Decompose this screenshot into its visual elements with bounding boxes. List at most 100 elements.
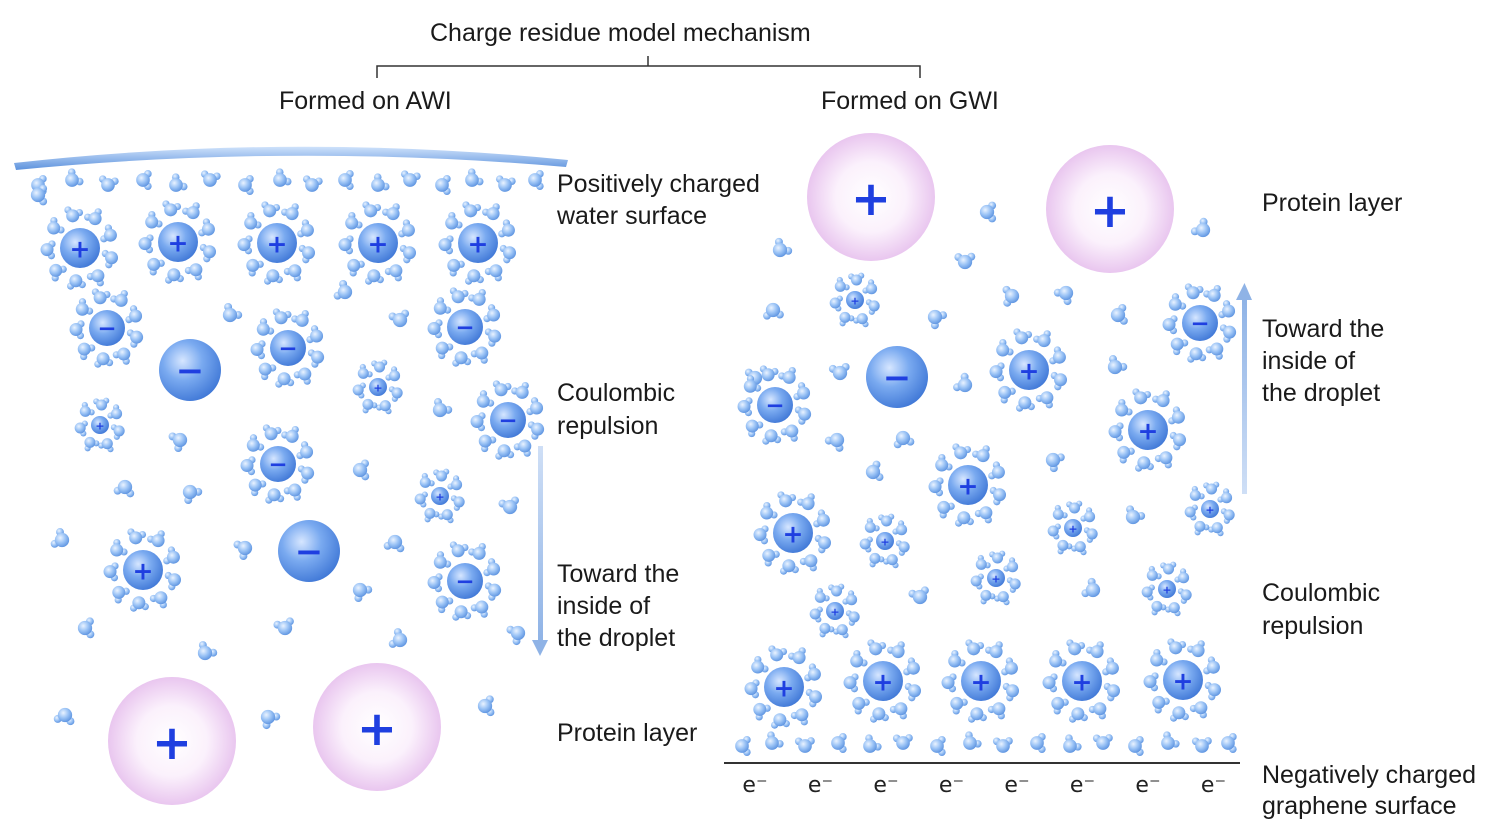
arrow-down xyxy=(532,446,548,656)
water-molecule xyxy=(1170,706,1189,722)
anion: − xyxy=(278,520,340,582)
water-molecule xyxy=(168,432,188,453)
minus-sign: − xyxy=(278,336,297,362)
water-molecule xyxy=(1162,315,1178,335)
water-molecule xyxy=(1189,485,1205,501)
water-molecule xyxy=(260,709,281,730)
water-molecule xyxy=(903,657,920,676)
water-molecule xyxy=(989,550,1006,564)
hydrated-cation: + xyxy=(1143,638,1222,722)
water-molecule xyxy=(805,688,823,708)
water-molecule xyxy=(98,175,119,192)
water-molecule xyxy=(1003,557,1019,573)
water-molecule xyxy=(1208,522,1224,537)
water-molecule xyxy=(1013,328,1033,345)
water-molecule xyxy=(352,582,373,603)
water-molecule xyxy=(1132,388,1152,405)
left-direction-label-3: the droplet xyxy=(557,624,676,652)
water-molecule xyxy=(1049,346,1066,365)
hydrated-cation: + xyxy=(1184,481,1235,537)
water-molecule xyxy=(1030,733,1046,753)
protein: + xyxy=(108,677,236,805)
water-molecule xyxy=(198,218,215,237)
water-molecule xyxy=(843,673,859,693)
water-molecule xyxy=(1049,649,1067,668)
water-molecule xyxy=(233,540,253,561)
water-molecule xyxy=(484,264,503,282)
water-molecule xyxy=(780,559,799,575)
water-molecule xyxy=(1080,507,1096,523)
water-molecule xyxy=(1174,568,1190,584)
water-molecule xyxy=(352,459,370,481)
water-molecule xyxy=(1219,324,1237,343)
water-molecule xyxy=(77,342,96,361)
hydrated-cation: + xyxy=(809,583,860,639)
water-molecule xyxy=(1184,504,1198,521)
hydrated-anion: − xyxy=(69,288,144,368)
water-molecule xyxy=(828,583,845,597)
hydrated-cation: + xyxy=(941,639,1020,723)
minus-sign: − xyxy=(176,351,205,391)
water-molecule xyxy=(1135,456,1154,472)
water-molecule xyxy=(1203,656,1220,675)
gwi-heading: Formed on GWI xyxy=(821,87,999,115)
water-molecule xyxy=(261,201,281,218)
water-molecule xyxy=(383,534,405,553)
water-molecule xyxy=(476,390,495,408)
right-repulsion-label-2: repulsion xyxy=(1262,612,1364,640)
water-molecule xyxy=(384,264,403,282)
minus-sign: − xyxy=(455,569,474,595)
plus-sign: + xyxy=(851,171,891,227)
water-molecule xyxy=(842,590,858,606)
water-molecule xyxy=(794,737,815,753)
water-molecule xyxy=(780,424,799,442)
water-molecule xyxy=(483,558,501,577)
water-molecule xyxy=(433,468,450,482)
water-molecule xyxy=(1165,602,1181,617)
water-molecule xyxy=(468,288,486,306)
water-molecule xyxy=(777,491,797,508)
water-molecule xyxy=(110,538,128,557)
minus-sign: − xyxy=(1190,311,1209,337)
water-molecule xyxy=(1117,445,1135,464)
water-molecule xyxy=(1066,639,1086,656)
water-molecule xyxy=(47,216,65,235)
water-molecule xyxy=(963,731,982,750)
water-molecule xyxy=(477,695,495,717)
hydrated-anion: − xyxy=(240,424,315,504)
water-molecule xyxy=(814,534,832,554)
water-molecule xyxy=(298,244,316,264)
water-molecule xyxy=(1151,600,1167,616)
plus-sign: + xyxy=(830,606,839,619)
arrow-up xyxy=(1236,283,1252,494)
water-molecule xyxy=(127,528,147,545)
water-molecule xyxy=(435,175,451,195)
water-molecule xyxy=(853,313,869,328)
hydrated-cation: + xyxy=(744,645,823,729)
water-surface-label-2: water surface xyxy=(557,202,708,230)
water-molecule xyxy=(184,263,203,281)
electron-symbol: e⁻ xyxy=(1004,773,1029,798)
plus-sign: + xyxy=(1019,357,1040,386)
right-protein-label: Protein layer xyxy=(1262,189,1403,217)
plus-sign: + xyxy=(267,230,288,259)
minus-sign: − xyxy=(295,532,324,572)
water-molecule xyxy=(862,279,878,295)
right-direction-label-3: the droplet xyxy=(1262,379,1381,407)
water-molecule xyxy=(297,219,314,238)
left-repulsion-label-1: Coulombic xyxy=(557,379,676,407)
water-molecule xyxy=(398,219,415,238)
hydrated-cation: + xyxy=(74,397,125,453)
plus-sign: + xyxy=(368,230,389,259)
water-molecule xyxy=(1184,283,1204,300)
protein: + xyxy=(1046,145,1174,273)
water-molecule xyxy=(950,696,968,715)
water-molecule xyxy=(1220,508,1235,524)
plus-sign: + xyxy=(435,491,444,504)
water-molecule xyxy=(296,441,314,460)
water-molecule xyxy=(760,501,778,520)
water-molecule xyxy=(244,211,262,230)
water-molecule xyxy=(484,328,502,347)
water-molecule xyxy=(302,175,323,192)
awi-heading: Formed on AWI xyxy=(279,87,452,115)
